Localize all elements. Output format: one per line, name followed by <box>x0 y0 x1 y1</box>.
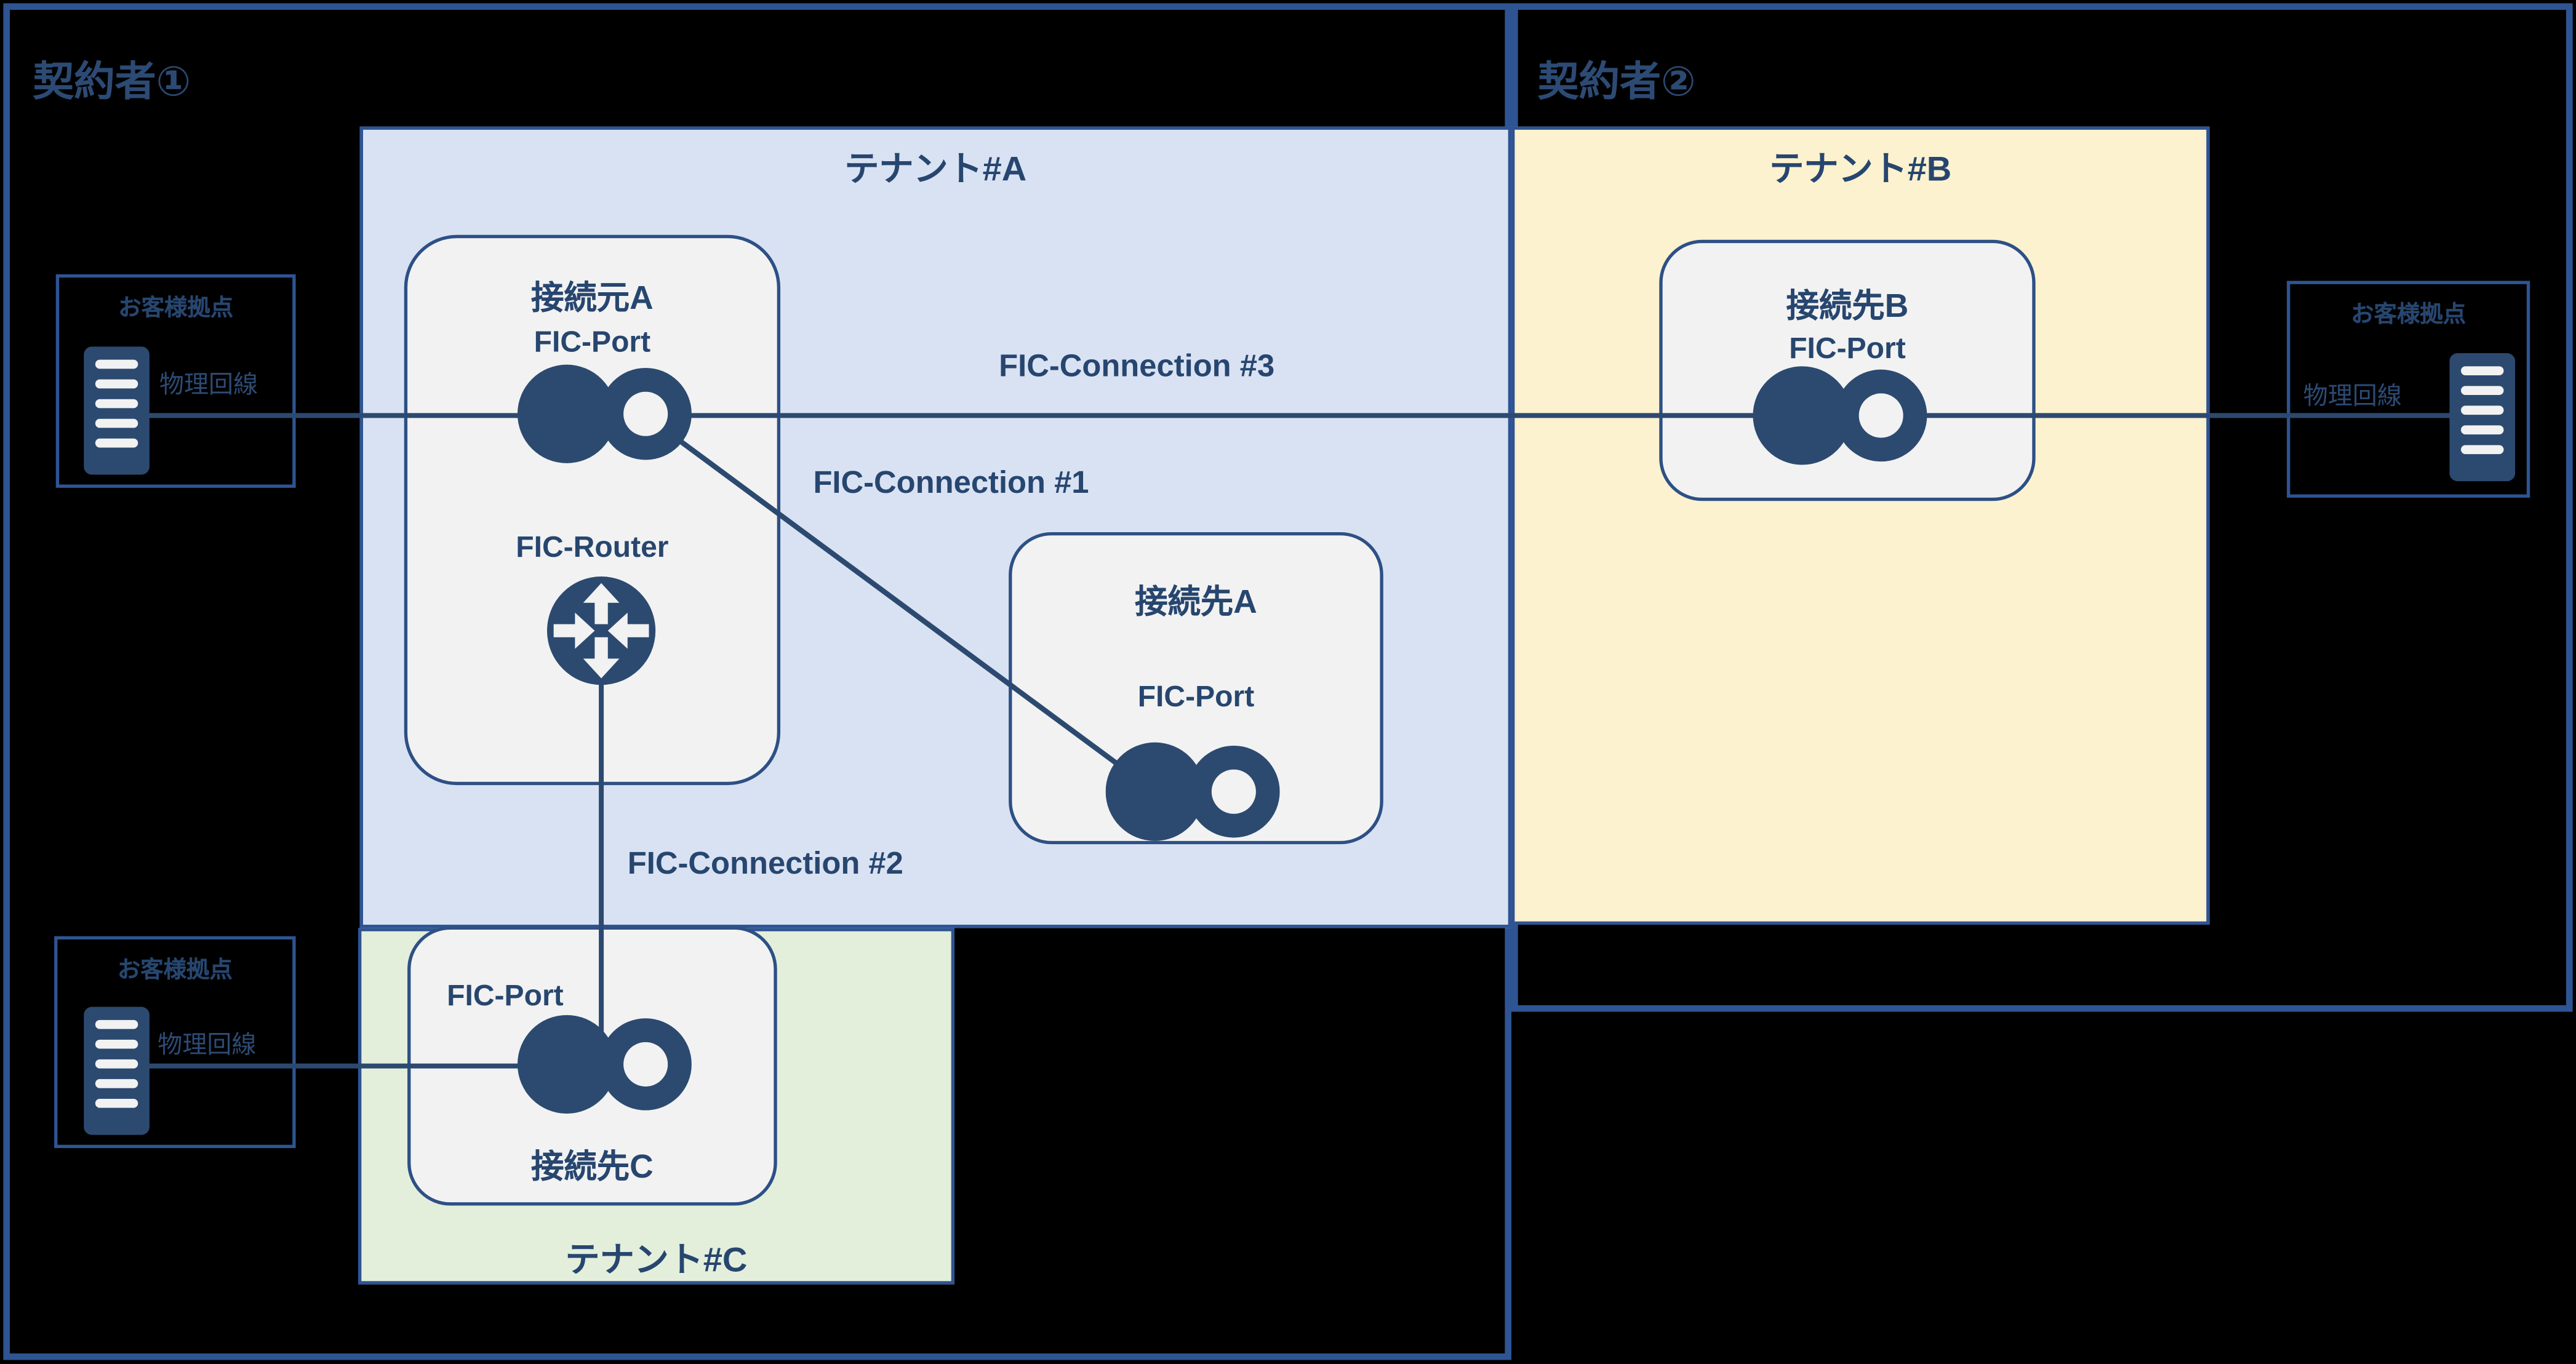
node-dest-a-port-label: FIC-Port <box>1137 680 1255 713</box>
customer-site-title: お客様拠点 <box>117 955 233 983</box>
tenant-b-label: テナント#B <box>1769 151 1952 189</box>
server-icon <box>84 1007 150 1135</box>
customer-site-top-left: お客様拠点 物理回線 <box>55 274 296 488</box>
server-icon <box>2449 353 2516 482</box>
fic-port-icon <box>517 1013 692 1115</box>
customer-site-bottom-left: お客様拠点 物理回線 <box>54 936 296 1149</box>
tenant-a-label: テナント#A <box>844 151 1027 189</box>
connection-2-label: FIC-Connection #2 <box>627 847 903 882</box>
node-dest-c-title: 接続先C <box>530 1149 654 1186</box>
customer-site-title: お客様拠点 <box>2351 300 2466 327</box>
physical-line-label: 物理回線 <box>158 1031 257 1059</box>
customer-site-right: お客様拠点 物理回線 <box>2287 281 2530 498</box>
node-dest-c-port-label: FIC-Port <box>447 979 564 1012</box>
node-dest-a-title: 接続先A <box>1135 584 1257 621</box>
fic-router-icon <box>545 575 657 687</box>
node-dest-b: 接続先B FIC-Port <box>1659 239 2036 501</box>
tenant-c-label: テナント#C <box>565 1242 748 1280</box>
connection-1-label: FIC-Connection #1 <box>813 466 1089 501</box>
tenant-b-region: テナント#B <box>1511 126 2210 925</box>
physical-line-label: 物理回線 <box>2303 383 2402 411</box>
node-dest-b-title: 接続先B <box>1786 289 1909 325</box>
customer-site-title: お客様拠点 <box>118 293 234 321</box>
server-icon <box>84 346 150 475</box>
node-source-a: 接続元A FIC-Port FIC-Router <box>404 234 781 786</box>
physical-line-label: 物理回線 <box>159 371 258 399</box>
contractor-1-label: 契約者① <box>33 59 191 105</box>
node-source-a-title: 接続元A <box>530 281 654 317</box>
fic-port-icon <box>1753 365 1927 467</box>
node-source-a-port-label: FIC-Port <box>534 325 651 358</box>
connection-3-label: FIC-Connection #3 <box>999 349 1275 385</box>
fic-port-icon <box>517 363 692 465</box>
node-dest-b-port-label: FIC-Port <box>1789 332 1906 365</box>
node-source-a-router-label: FIC-Router <box>516 530 669 564</box>
fic-port-icon <box>1105 741 1280 843</box>
contractor-2-label: 契約者② <box>1537 59 1696 105</box>
